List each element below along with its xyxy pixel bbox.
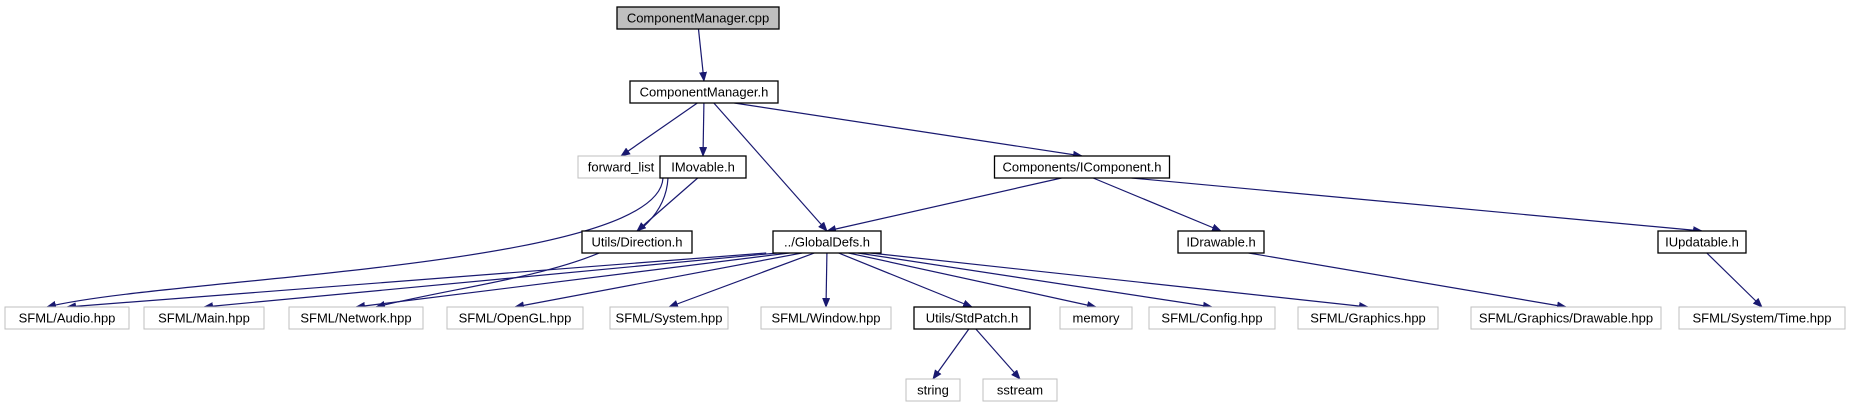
node-label: IDrawable.h	[1186, 235, 1255, 250]
edge-icomponent-to-globaldefs	[826, 177, 1062, 233]
node-box	[913, 306, 1031, 330]
node-label: ComponentManager.cpp	[627, 11, 769, 26]
node-box	[288, 306, 424, 330]
edge-cm_cpp-to-cm_h	[697, 28, 708, 82]
node-label: sstream	[997, 383, 1043, 398]
node-box	[629, 80, 779, 104]
node-label: IUpdatable.h	[1665, 235, 1739, 250]
node-box	[616, 6, 780, 30]
node-iupdatable[interactable]: IUpdatable.h	[1657, 230, 1747, 254]
node-sfml_network: SFML/Network.hpp	[288, 306, 424, 330]
edge-cm_h-to-icomponent	[734, 102, 1083, 159]
node-stdpatch[interactable]: Utils/StdPatch.h	[913, 306, 1031, 330]
edge-globaldefs-to-sfml_opengl	[514, 252, 803, 310]
edge-imovable-to-sfml_network	[375, 177, 669, 309]
node-sfml_main: SFML/Main.hpp	[143, 306, 265, 330]
node-sstream: sstream	[982, 378, 1058, 402]
node-label: SFML/System.hpp	[616, 311, 723, 326]
node-sfml_config: SFML/Config.hpp	[1148, 306, 1276, 330]
edge-globaldefs-to-stdpatch	[838, 252, 973, 308]
node-sfml_audio: SFML/Audio.hpp	[4, 306, 130, 330]
node-label: ../GlobalDefs.h	[784, 235, 870, 250]
edge-globaldefs-to-sfml_audio	[66, 252, 767, 311]
node-box	[993, 155, 1171, 179]
edge-globaldefs-to-sfml_config	[857, 252, 1213, 310]
node-sfml_opengl: SFML/OpenGL.hpp	[446, 306, 584, 330]
node-box	[905, 378, 961, 402]
node-sfml_graphics: SFML/Graphics.hpp	[1297, 306, 1439, 330]
node-cm_h[interactable]: ComponentManager.h	[629, 80, 779, 104]
edge-icomponent-to-iupdatable	[1131, 177, 1703, 235]
node-label: forward_list	[588, 160, 655, 175]
edge-iupdatable-to-sfml_time	[1706, 252, 1763, 308]
node-label: SFML/System/Time.hpp	[1693, 311, 1832, 326]
node-label: SFML/Network.hpp	[300, 311, 411, 326]
node-label: SFML/Audio.hpp	[19, 311, 116, 326]
edge-globaldefs-to-sfml_main	[203, 252, 778, 311]
edge-stdpatch-to-sstream	[975, 328, 1021, 380]
node-label: SFML/Config.hpp	[1161, 311, 1262, 326]
edges-layer	[46, 28, 1763, 380]
node-box	[4, 306, 130, 330]
node-string: string	[905, 378, 961, 402]
node-label: SFML/Window.hpp	[771, 311, 880, 326]
node-label: Utils/StdPatch.h	[926, 311, 1019, 326]
node-cm_cpp[interactable]: ComponentManager.cpp	[616, 6, 780, 30]
node-box	[1297, 306, 1439, 330]
node-idrawable[interactable]: IDrawable.h	[1177, 230, 1265, 254]
node-memory: memory	[1059, 306, 1133, 330]
edge-globaldefs-to-memory	[848, 252, 1097, 309]
node-box	[1470, 306, 1662, 330]
edge-imovable-to-sfml_audio	[46, 177, 664, 309]
node-box	[1678, 306, 1846, 330]
node-box	[1177, 230, 1265, 254]
node-label: SFML/OpenGL.hpp	[459, 311, 572, 326]
edge-idrawable-to-sfml_drawable	[1248, 252, 1567, 310]
node-box	[446, 306, 584, 330]
node-imovable[interactable]: IMovable.h	[659, 155, 747, 179]
node-sfml_window: SFML/Window.hpp	[760, 306, 892, 330]
node-label: Components/IComponent.h	[1003, 160, 1162, 175]
node-box	[609, 306, 729, 330]
node-label: memory	[1073, 311, 1120, 326]
node-label: Utils/Direction.h	[591, 235, 682, 250]
node-label: string	[917, 383, 949, 398]
edge-stdpatch-to-string	[932, 328, 970, 380]
node-label: ComponentManager.h	[640, 85, 769, 100]
edge-cm_h-to-forward_list	[620, 102, 698, 157]
edge-icomponent-to-idrawable	[1092, 177, 1222, 232]
node-label: IMovable.h	[671, 160, 735, 175]
edge-globaldefs-to-sfml_network	[355, 252, 790, 310]
node-box	[760, 306, 892, 330]
node-box	[1059, 306, 1133, 330]
node-direction[interactable]: Utils/Direction.h	[581, 230, 693, 254]
node-sfml_system: SFML/System.hpp	[609, 306, 729, 330]
node-sfml_drawable: SFML/Graphics/Drawable.hpp	[1470, 306, 1662, 330]
edge-cm_h-to-imovable	[699, 102, 708, 157]
node-box	[581, 230, 693, 254]
node-box	[659, 155, 747, 179]
node-box	[772, 230, 882, 254]
node-box	[1657, 230, 1747, 254]
node-sfml_time: SFML/System/Time.hpp	[1678, 306, 1846, 330]
edge-globaldefs-to-sfml_graphics	[870, 252, 1369, 311]
node-forward_list: forward_list	[577, 155, 665, 179]
node-box	[1148, 306, 1276, 330]
node-globaldefs[interactable]: ../GlobalDefs.h	[772, 230, 882, 254]
edge-globaldefs-to-sfml_window	[822, 252, 831, 308]
node-icomponent[interactable]: Components/IComponent.h	[993, 155, 1171, 179]
node-box	[143, 306, 265, 330]
node-label: SFML/Main.hpp	[158, 311, 250, 326]
node-box	[982, 378, 1058, 402]
edge-globaldefs-to-sfml_system	[668, 252, 815, 308]
node-label: SFML/Graphics/Drawable.hpp	[1479, 311, 1653, 326]
edge-cm_h-to-globaldefs	[713, 102, 828, 232]
node-label: SFML/Graphics.hpp	[1310, 311, 1426, 326]
